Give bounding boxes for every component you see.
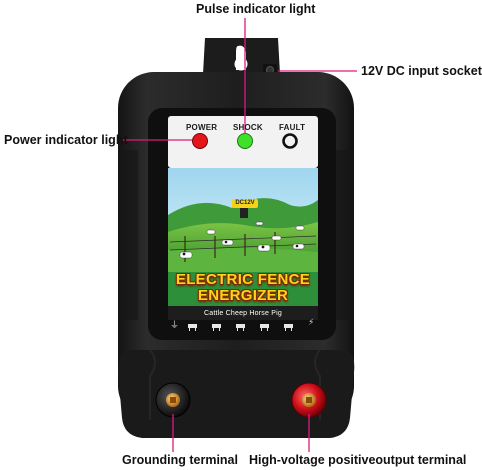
power-led bbox=[192, 133, 208, 149]
ground-symbol-icon: ⏚ bbox=[170, 321, 180, 331]
shock-led-label: SHOCK bbox=[233, 123, 263, 132]
power-led-label: POWER bbox=[186, 123, 218, 132]
power-indicator-callout: Power indicator light bbox=[4, 133, 128, 147]
voltage-badge: DC12V bbox=[232, 199, 258, 208]
pulse-indicator-callout: Pulse indicator light bbox=[196, 2, 316, 16]
grounding-terminal-callout: Grounding terminal bbox=[122, 453, 238, 467]
animals-caption: Cattle Cheep Horse Pig bbox=[204, 310, 282, 317]
fault-led bbox=[282, 133, 298, 149]
dc-input-callout: 12V DC input socket bbox=[361, 64, 482, 78]
title-banner bbox=[168, 272, 318, 306]
farm-scene bbox=[168, 168, 318, 272]
animals-strip bbox=[168, 306, 318, 320]
shock-led bbox=[237, 133, 253, 149]
lightning-bolt-icon: ⚡ bbox=[308, 318, 315, 328]
mounting-hole bbox=[234, 57, 248, 71]
product-title-line2: ENERGIZER bbox=[197, 287, 289, 304]
housing-edge-right bbox=[334, 150, 354, 320]
fault-led-label: FAULT bbox=[279, 123, 306, 132]
animal-icons-row bbox=[188, 324, 293, 331]
callout-lines bbox=[122, 18, 357, 452]
product-illustration bbox=[118, 18, 357, 452]
product-title-line1: ELECTRIC FENCE bbox=[175, 271, 311, 288]
hv-terminal-callout: High-voltage positiveoutput terminal bbox=[249, 453, 467, 467]
housing-edge-left bbox=[118, 150, 138, 320]
